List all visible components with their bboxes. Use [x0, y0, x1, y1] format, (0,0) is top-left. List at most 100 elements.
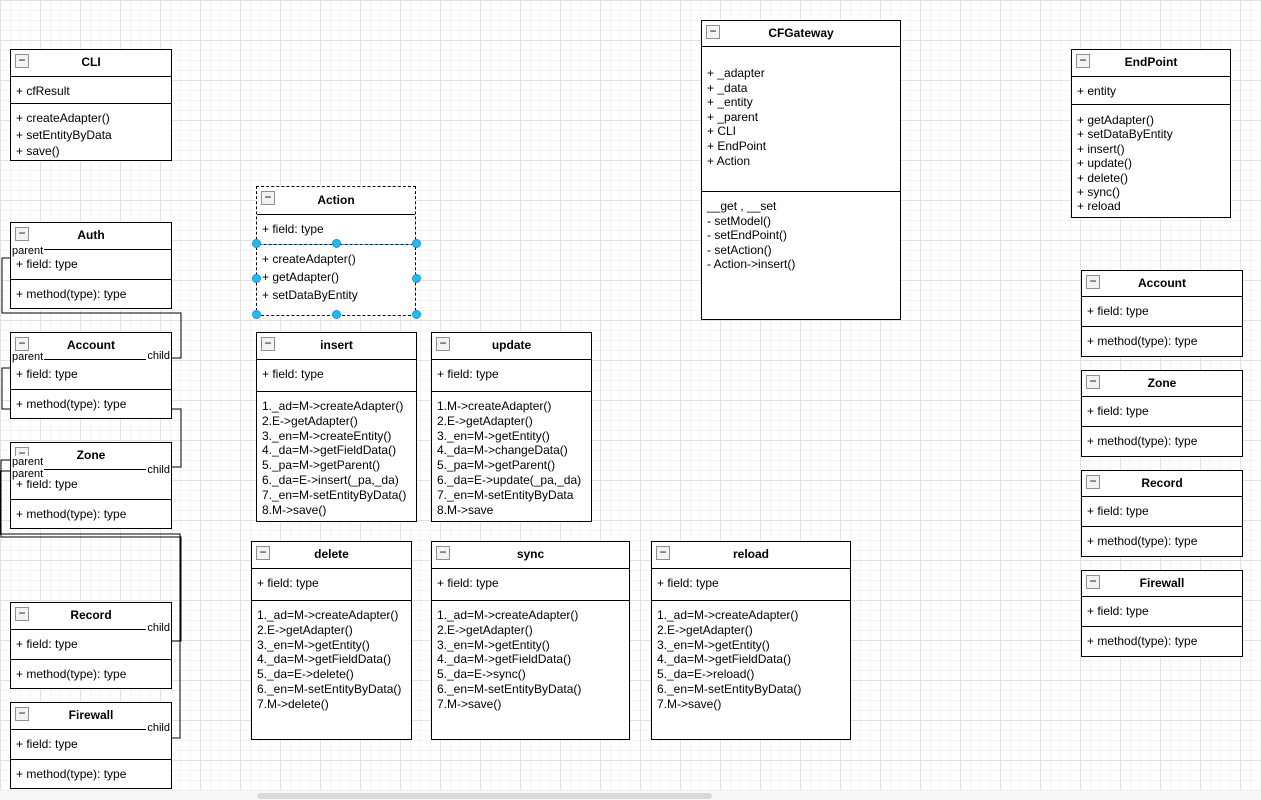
scrollbar-thumb[interactable]: [257, 793, 712, 799]
class-member[interactable]: + getAdapter(): [1077, 113, 1155, 127]
class-member[interactable]: 1._ad=M->createAdapter(): [657, 608, 799, 622]
collapse-icon[interactable]: −: [706, 25, 720, 39]
class-member[interactable]: + CLI: [707, 124, 737, 139]
class-member[interactable]: __get , __set: [707, 199, 777, 213]
class-member[interactable]: + entity: [1077, 84, 1117, 98]
selection-handle[interactable]: [331, 309, 341, 319]
class-member[interactable]: + getAdapter(): [262, 270, 340, 284]
class-member[interactable]: 2.E->getAdapter(): [437, 622, 533, 637]
class-member[interactable]: + _parent: [707, 109, 759, 124]
class-member[interactable]: 7._en=M-setEntityByData: [437, 487, 574, 502]
class-member[interactable]: - setEndPoint(): [707, 228, 788, 243]
class-member[interactable]: 1.M->createAdapter(): [437, 399, 552, 413]
class-member[interactable]: + method(type): type: [16, 767, 127, 781]
class-member[interactable]: + field: type: [16, 737, 78, 751]
collapse-icon[interactable]: −: [261, 337, 275, 351]
collapse-icon[interactable]: −: [15, 607, 29, 621]
class-member[interactable]: + createAdapter(): [16, 111, 110, 125]
class-member[interactable]: + field: type: [16, 257, 78, 271]
class-action[interactable]: −Action+ field: type+ createAdapter()+ g…: [256, 186, 416, 316]
class-firewall-right[interactable]: −Firewall+ field: type+ method(type): ty…: [1081, 570, 1243, 657]
class-member[interactable]: 6._en=M-setEntityByData(): [657, 681, 802, 696]
collapse-icon[interactable]: −: [436, 337, 450, 351]
class-member[interactable]: + method(type): type: [16, 507, 127, 521]
class-member[interactable]: + field: type: [16, 637, 78, 651]
class-member[interactable]: + field: type: [257, 576, 319, 590]
class-member[interactable]: 8.M->save: [437, 502, 494, 517]
collapse-icon[interactable]: −: [15, 54, 29, 68]
class-member[interactable]: + method(type): type: [1087, 534, 1198, 548]
class-member[interactable]: + createAdapter(): [262, 252, 356, 266]
class-member[interactable]: 5._pa=M->getParent(): [262, 458, 381, 473]
class-endpoint[interactable]: −EndPoint+ entity+ getAdapter()+ setData…: [1071, 49, 1231, 218]
class-member[interactable]: + reload: [1077, 199, 1121, 214]
class-account-left[interactable]: −Account+ field: type+ method(type): typ…: [10, 332, 172, 419]
class-member[interactable]: - Action->insert(): [707, 257, 796, 272]
class-member[interactable]: + setEntityByData: [16, 127, 112, 142]
class-member[interactable]: + delete(): [1077, 170, 1129, 185]
collapse-icon[interactable]: −: [1086, 275, 1100, 289]
class-member[interactable]: + field: type: [16, 367, 78, 381]
class-member[interactable]: + field: type: [437, 367, 499, 381]
class-member[interactable]: 5._da=E->delete(): [257, 667, 354, 682]
class-member[interactable]: + method(type): type: [1087, 334, 1198, 348]
class-member[interactable]: + insert(): [1077, 141, 1125, 156]
class-member[interactable]: 5._pa=M->getParent(): [437, 458, 556, 473]
class-account-right[interactable]: −Account+ field: type+ method(type): typ…: [1081, 270, 1243, 357]
selection-handle[interactable]: [411, 309, 421, 319]
class-member[interactable]: - setAction(): [707, 242, 772, 257]
class-member[interactable]: + field: type: [1087, 604, 1149, 618]
class-member[interactable]: 1._ad=M->createAdapter(): [262, 399, 404, 413]
class-member[interactable]: 6._da=E->update(_pa,_da): [437, 472, 582, 487]
class-member[interactable]: 8.M->save(): [262, 502, 327, 517]
class-member[interactable]: 6._en=M-setEntityByData(): [257, 681, 402, 696]
selection-handle[interactable]: [411, 238, 421, 248]
class-member[interactable]: 3._en=M->createEntity(): [262, 428, 392, 443]
class-member[interactable]: + method(type): type: [16, 667, 127, 681]
collapse-icon[interactable]: −: [1086, 575, 1100, 589]
class-member[interactable]: 7.M->save(): [657, 696, 722, 711]
collapse-icon[interactable]: −: [15, 707, 29, 721]
class-member[interactable]: 1._ad=M->createAdapter(): [257, 608, 399, 622]
selection-handle[interactable]: [251, 274, 261, 283]
class-member[interactable]: + method(type): type: [16, 397, 127, 411]
class-member[interactable]: + field: type: [1087, 304, 1149, 318]
collapse-icon[interactable]: −: [15, 227, 29, 241]
class-record-right[interactable]: −Record+ field: type+ method(type): type: [1081, 470, 1243, 557]
class-member[interactable]: 6._da=E->insert(_pa,_da): [262, 472, 399, 487]
class-member[interactable]: 5._da=E->reload(): [657, 667, 755, 682]
class-member[interactable]: + _adapter: [707, 66, 765, 80]
class-member[interactable]: + setDataByEntity: [1077, 127, 1173, 142]
class-member[interactable]: 7.M->delete(): [257, 696, 329, 711]
class-record-left[interactable]: −Record+ field: type+ method(type): type: [10, 602, 172, 689]
class-member[interactable]: + field: type: [262, 222, 324, 236]
collapse-icon[interactable]: −: [656, 546, 670, 560]
class-member[interactable]: + sync(): [1077, 184, 1121, 199]
class-auth[interactable]: −Auth+ field: type+ method(type): type: [10, 222, 172, 309]
class-zone-right[interactable]: −Zone+ field: type+ method(type): type: [1081, 370, 1243, 457]
class-member[interactable]: 5._da=E->sync(): [437, 667, 526, 682]
class-member[interactable]: + setDataByEntity: [262, 288, 358, 302]
class-member[interactable]: 3._en=M->getEntity(): [657, 637, 770, 652]
class-member[interactable]: 6._en=M-setEntityByData(): [437, 681, 582, 696]
class-member[interactable]: - setModel(): [707, 213, 772, 228]
class-member[interactable]: + field: type: [262, 367, 324, 381]
class-member[interactable]: 4._da=M->getFieldData(): [437, 652, 572, 667]
class-member[interactable]: + field: type: [657, 576, 719, 590]
class-member[interactable]: 3._en=M->getEntity(): [437, 637, 550, 652]
class-member[interactable]: + update(): [1077, 156, 1133, 171]
class-member[interactable]: 4._da=M->changeData(): [437, 443, 568, 458]
class-member[interactable]: + Action: [707, 153, 751, 168]
selection-handle[interactable]: [331, 238, 341, 248]
class-member[interactable]: + _entity: [707, 95, 753, 110]
collapse-icon[interactable]: −: [256, 546, 270, 560]
class-member[interactable]: 7.M->save(): [437, 696, 502, 711]
class-member[interactable]: + field: type: [1087, 504, 1149, 518]
class-member[interactable]: + cfResult: [16, 84, 70, 98]
